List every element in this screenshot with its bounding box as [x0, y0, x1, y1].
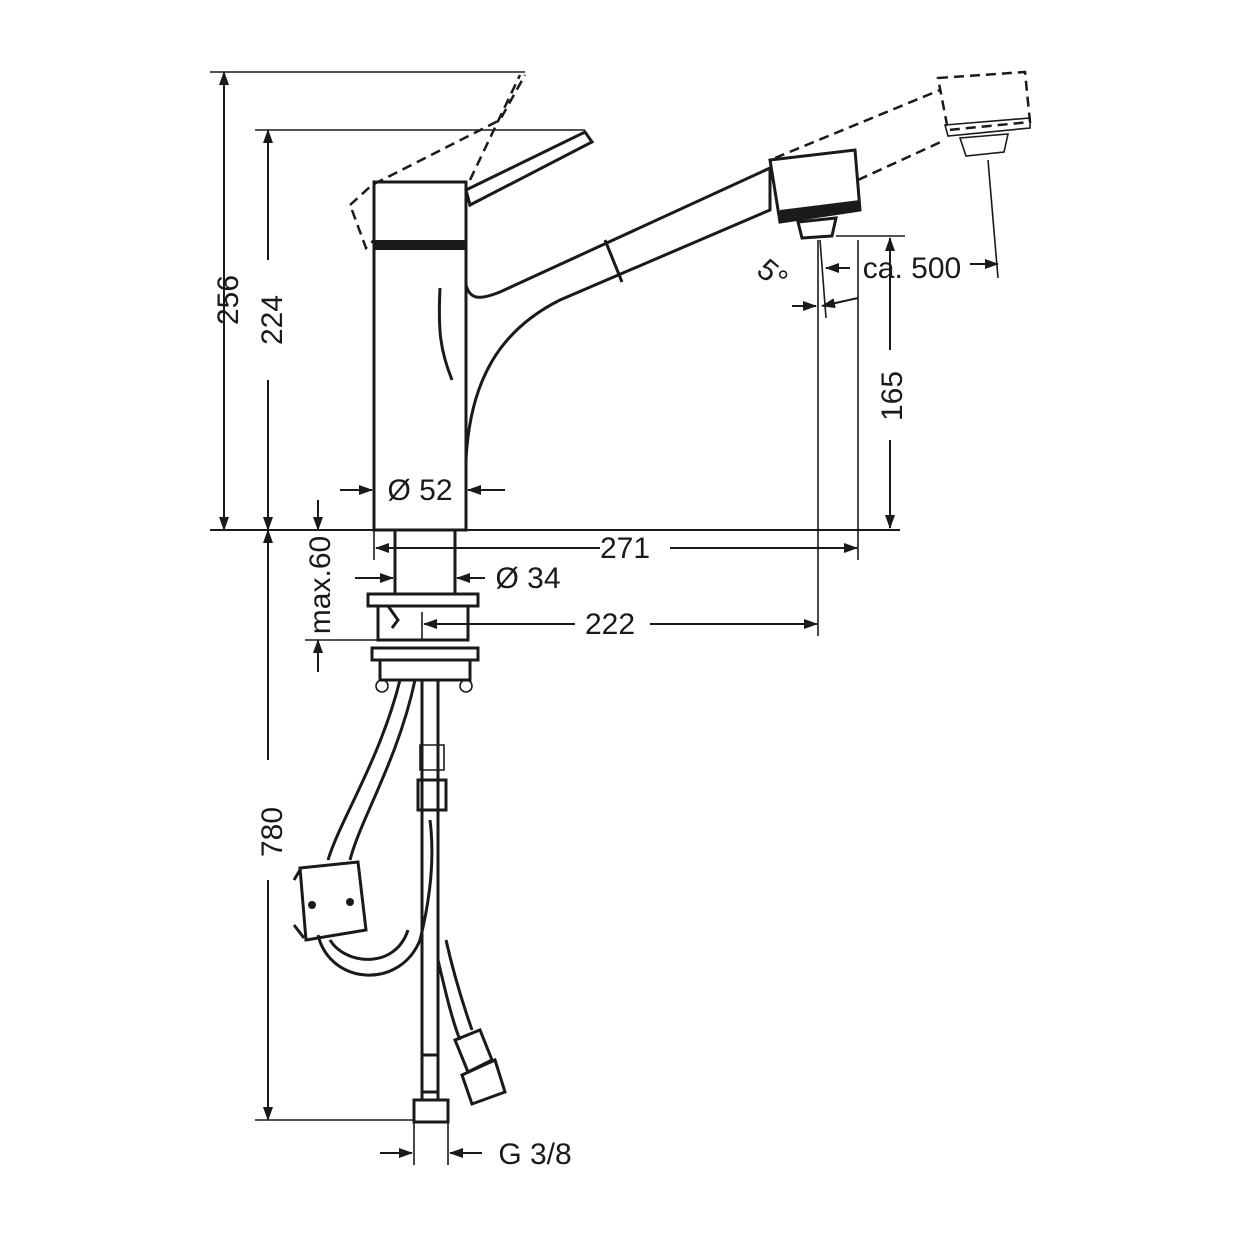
- label-lever-height: 224: [256, 295, 289, 345]
- faucet-body: [349, 70, 1032, 532]
- label-spout-reach: 271: [600, 532, 650, 565]
- shank-assembly: [366, 530, 480, 693]
- dim-overall-height: [210, 71, 525, 531]
- dim-pullout-length: [825, 159, 999, 279]
- label-base-diameter: Ø 52: [387, 474, 452, 507]
- label-connection: G 3/8: [498, 1138, 571, 1171]
- dim-connection: [380, 1122, 482, 1165]
- supply-hoses: [292, 679, 507, 1124]
- label-shank-reach: 222: [585, 608, 635, 641]
- dim-hose-length: [255, 529, 414, 1121]
- label-overall-height: 256: [212, 275, 245, 325]
- dim-max-thickness: [305, 500, 378, 672]
- dim-spout-reach: [373, 240, 859, 560]
- dim-shank-reach: [421, 240, 819, 640]
- label-hose-length: 780: [256, 807, 289, 857]
- label-pullout-length: ca. 500: [863, 252, 961, 285]
- label-angle: 5°: [751, 253, 794, 297]
- label-spout-height: 165: [876, 371, 909, 421]
- label-shank-diameter: Ø 34: [495, 562, 560, 595]
- dim-spout-height: [836, 235, 905, 529]
- dim-lever-height: [255, 129, 585, 531]
- label-max-thickness: max.60: [304, 536, 337, 634]
- dim-angle: [792, 239, 859, 319]
